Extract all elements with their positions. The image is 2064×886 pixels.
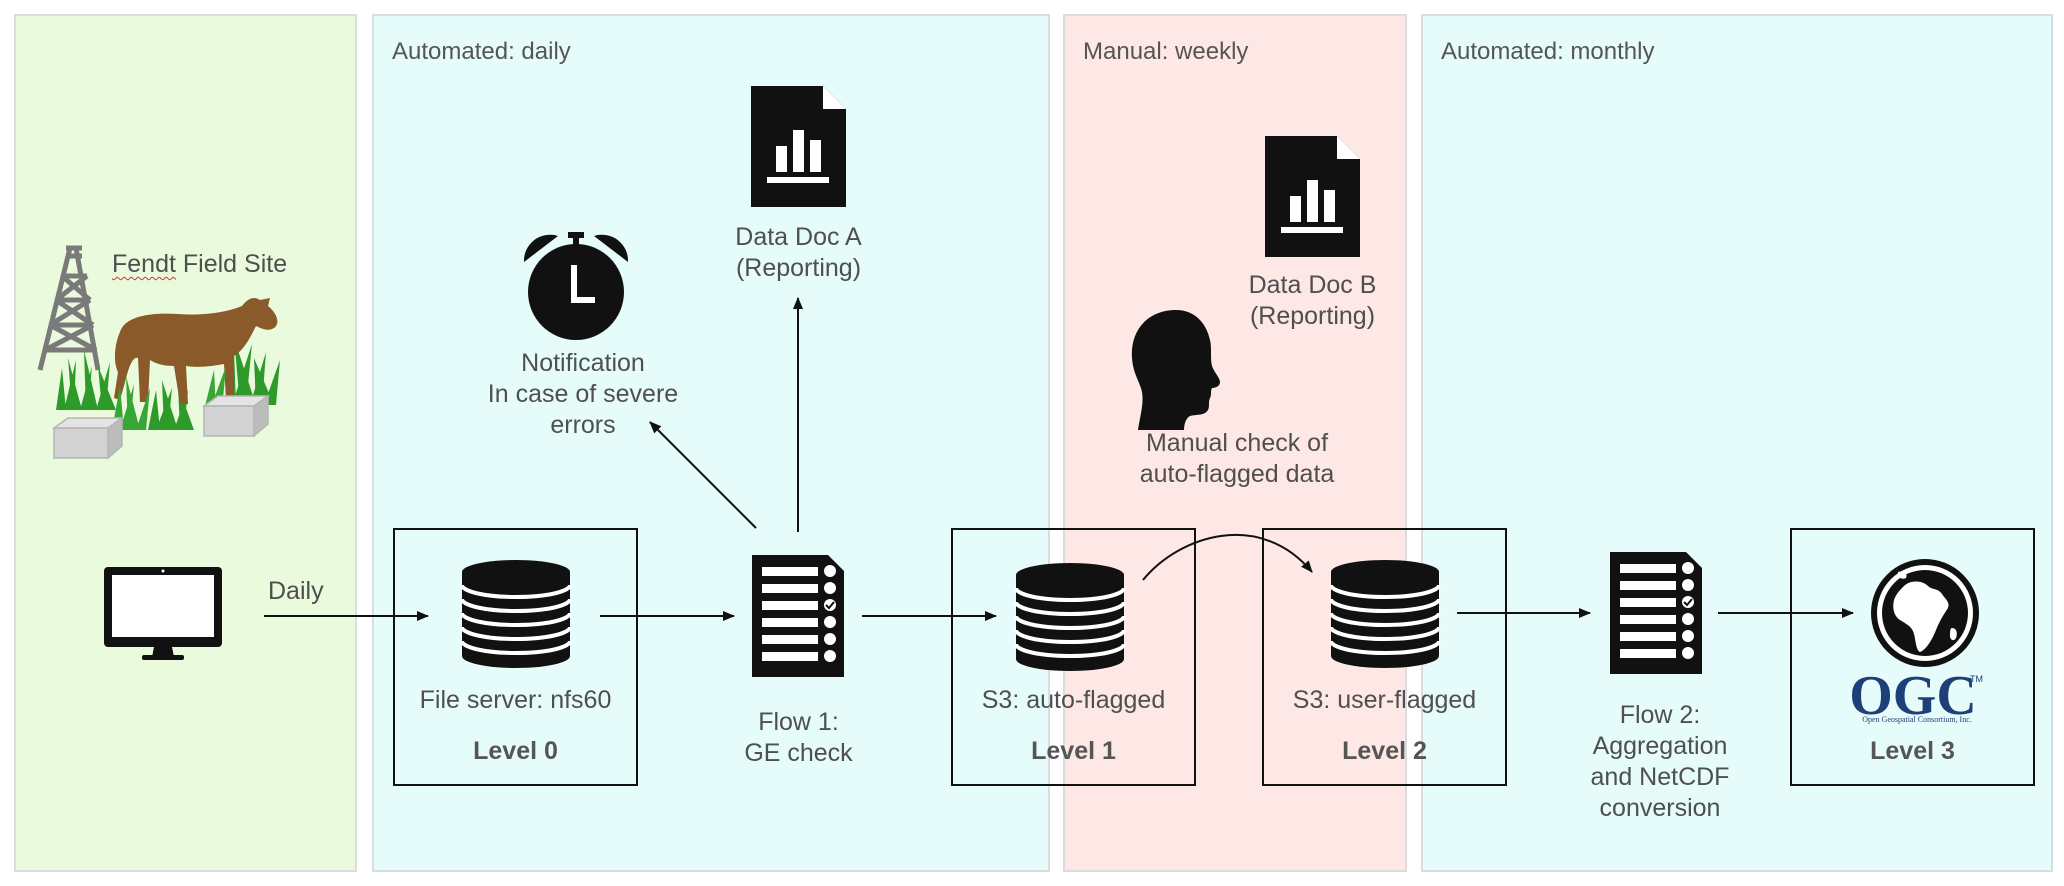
flow-2-label: Flow 2: Aggregation and NetCDF conversio… xyxy=(1560,700,1760,824)
level-0-label: Level 0 xyxy=(473,737,558,765)
data-doc-a-line1: Data Doc A xyxy=(735,223,862,251)
alarm-clock-icon xyxy=(518,228,634,344)
level-1-label: Level 1 xyxy=(1031,737,1116,765)
lane-automated-daily: Automated: daily xyxy=(372,14,1050,872)
field-site-title-rest: Field Site xyxy=(175,250,288,278)
level-3-label: Level 3 xyxy=(1870,737,1955,765)
notification-line3: errors xyxy=(550,411,616,439)
data-doc-b-label: Data Doc B (Reporting) xyxy=(1214,270,1411,332)
data-doc-b-line1: Data Doc B xyxy=(1248,271,1377,299)
globe-icon xyxy=(1870,558,1980,668)
field-site-title: Fendt Field Site xyxy=(112,249,287,280)
database-icon xyxy=(1014,561,1126,673)
manual-check-line1: Manual check of xyxy=(1145,429,1329,457)
manual-check-label: Manual check of auto-flagged data xyxy=(1100,428,1374,490)
data-doc-a-label: Data Doc A (Reporting) xyxy=(700,222,897,284)
field-site-illustration xyxy=(28,240,300,460)
sensor-box-icon xyxy=(201,394,271,438)
notification-line2: In case of severe xyxy=(487,380,679,408)
ogc-logo-caption: Open Geospatial Consortium, Inc. xyxy=(1862,715,1972,724)
report-document-icon xyxy=(751,86,846,207)
level-0-node xyxy=(393,528,638,786)
data-doc-b-line2: (Reporting) xyxy=(1249,302,1376,330)
daily-edge-label: Daily xyxy=(268,577,324,605)
sensor-box-icon xyxy=(51,416,125,460)
level-2-store-label: S3: user-flagged xyxy=(1292,686,1477,714)
flow-2-line3: and NetCDF xyxy=(1590,763,1730,791)
flow-2-line1: Flow 2: xyxy=(1619,701,1701,729)
flow-1-line2: GE check xyxy=(744,739,853,767)
level-1-node xyxy=(951,528,1196,786)
flow-2-line2: Aggregation xyxy=(1592,732,1728,760)
lane-title-automated-monthly: Automated: monthly xyxy=(1441,38,1655,65)
monitor-icon xyxy=(102,565,224,661)
checklist-icon xyxy=(752,555,844,677)
lane-title-manual-weekly: Manual: weekly xyxy=(1083,38,1249,65)
oil-derrick-icon xyxy=(37,245,101,371)
database-icon xyxy=(1329,558,1441,670)
level-1-store-label: S3: auto-flagged xyxy=(981,686,1166,714)
human-head-icon xyxy=(1128,308,1228,430)
ogc-trademark: TM xyxy=(1970,674,1983,684)
flow-1-line1: Flow 1: xyxy=(758,708,839,736)
level-2-label: Level 2 xyxy=(1342,737,1427,765)
flow-1-label: Flow 1: GE check xyxy=(700,707,897,769)
arrow-flow-1-to-notification xyxy=(649,421,757,529)
lane-automated-monthly: Automated: monthly xyxy=(1421,14,2053,872)
level-3-node xyxy=(1790,528,2035,786)
field-site-title-underlined: Fendt xyxy=(112,250,176,278)
notification-label: Notification In case of severe errors xyxy=(448,348,718,441)
arrow-level-1-to-level-2 xyxy=(1142,534,1313,581)
flow-2-line4: conversion xyxy=(1599,794,1721,822)
report-document-icon xyxy=(1265,136,1360,257)
level-2-node xyxy=(1262,528,1507,786)
ogc-logo-text: OGC xyxy=(1848,668,1978,724)
notification-line1: Notification xyxy=(521,349,645,377)
manual-check-line2: auto-flagged data xyxy=(1139,460,1335,488)
checklist-icon xyxy=(1610,552,1702,674)
database-icon xyxy=(460,558,572,670)
ogc-logo-letters: OGC xyxy=(1849,665,1977,727)
cow-icon xyxy=(114,298,278,404)
level-0-store-label: File server: nfs60 xyxy=(419,686,612,714)
lane-title-automated-daily: Automated: daily xyxy=(392,38,571,65)
data-doc-a-line2: (Reporting) xyxy=(735,254,862,282)
